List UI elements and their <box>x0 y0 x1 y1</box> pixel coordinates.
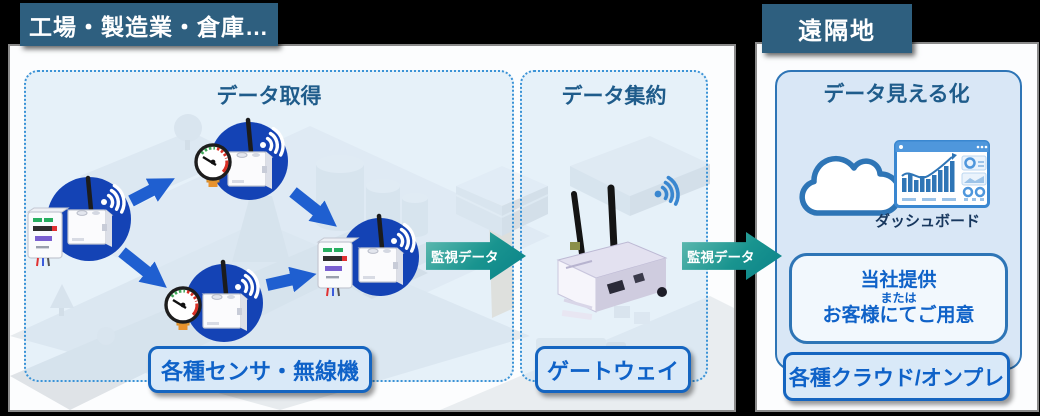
sensors-caption-text: 各種センサ・無線機 <box>160 358 359 384</box>
monitor-data-arrow-1-label: 監視データ <box>431 250 499 265</box>
remote-title-badge: 遠隔地 <box>762 4 912 53</box>
data-acquisition-zone: データ取得 <box>24 70 514 382</box>
data-aggregation-label: データ集約 <box>561 85 667 108</box>
data-acquisition-label: データ取得 <box>216 85 322 108</box>
dashboard-icon <box>894 140 990 208</box>
sensors-caption: 各種センサ・無線機 <box>148 346 372 393</box>
provider-line-3: お客様にてご用意 <box>822 305 975 327</box>
dashboard-caption: ダッシュボード <box>874 213 980 230</box>
provider-line-1: 当社提供 <box>860 269 937 291</box>
gateway-caption: ゲートウェイ <box>535 346 691 393</box>
cloud-onprem-caption-text: 各種クラウド/オンプレ <box>788 366 1005 390</box>
cloud-onprem-caption: 各種クラウド/オンプレ <box>783 352 1010 401</box>
data-visualization-label: データ見える化 <box>823 83 970 106</box>
gateway-caption-text: ゲートウェイ <box>546 358 679 384</box>
monitor-data-arrow-2-label: 監視データ <box>687 250 755 265</box>
provider-line-2: または <box>880 290 917 305</box>
data-aggregation-zone: データ集約 <box>520 70 708 382</box>
provider-box: 当社提供 または お客様にてご用意 <box>789 253 1008 344</box>
factory-title-badge: 工場・製造業・倉庫… <box>20 3 278 46</box>
factory-title: 工場・製造業・倉庫… <box>29 13 269 40</box>
remote-title: 遠隔地 <box>798 18 876 45</box>
